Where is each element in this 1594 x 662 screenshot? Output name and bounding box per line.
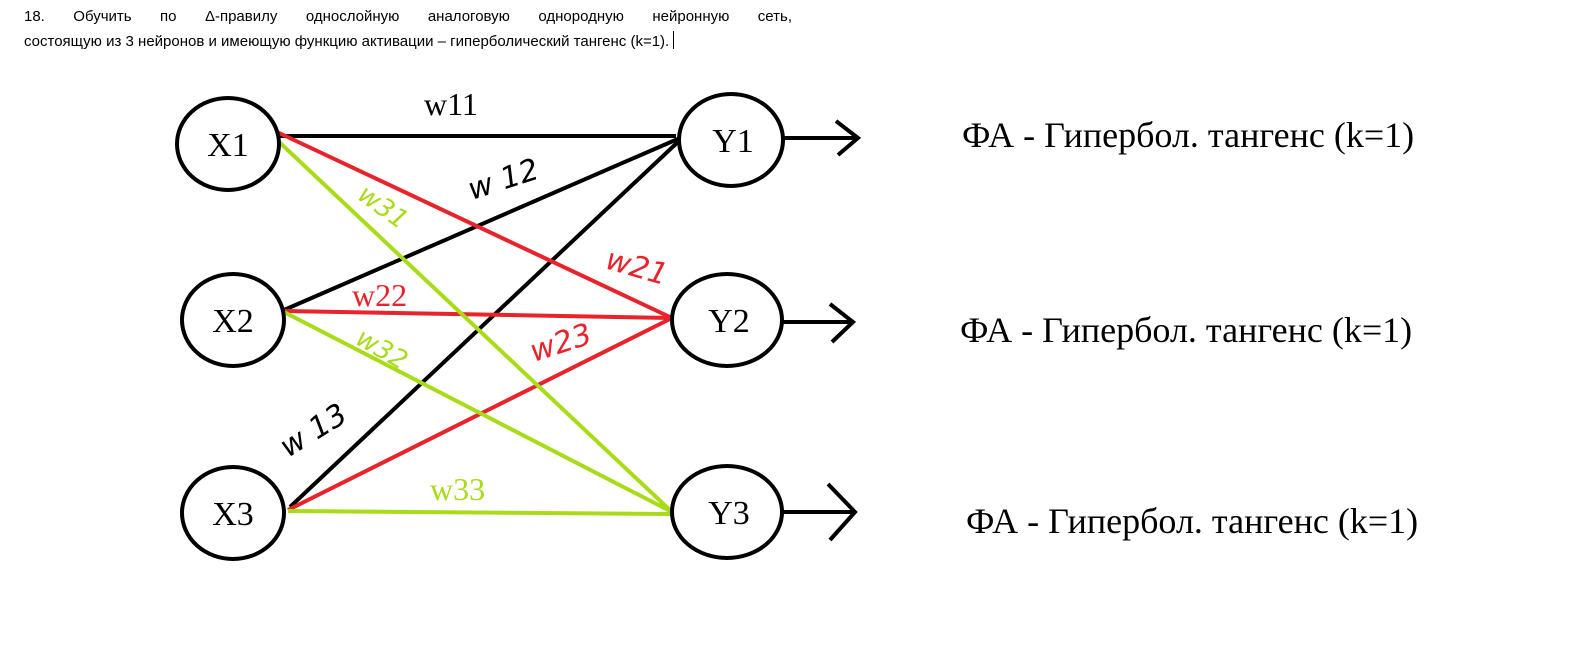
edge-w12	[283, 136, 681, 312]
input-node-x2-label: X2	[212, 303, 254, 340]
activation-label-y2: ФА - Гипербол. тангенс (k=1)	[960, 310, 1412, 350]
edge-w32	[281, 309, 673, 514]
input-node-x3-label: X3	[212, 496, 254, 533]
output-arrow-y1	[784, 119, 862, 157]
edge-w33	[287, 509, 673, 516]
task-line-1: 18. Обучить по Δ-правилу однослойную ана…	[24, 8, 792, 25]
input-node-x1-label: X1	[207, 127, 249, 164]
weight-label-w32: w32	[351, 323, 413, 376]
text-cursor	[673, 31, 675, 49]
output-node-y2-label: Y2	[708, 303, 750, 340]
input-node-x1: X1	[175, 96, 281, 192]
output-node-y3: Y3	[670, 464, 784, 560]
output-node-y1: Y1	[677, 92, 785, 188]
task-text: 18. Обучить по Δ-правилу однослойную ана…	[24, 4, 792, 54]
output-node-y3-label: Y3	[708, 495, 750, 532]
edge-w31	[275, 138, 674, 514]
weight-label-w22: w22	[352, 277, 407, 313]
weight-label-w11: w11	[424, 86, 478, 122]
output-arrow-y3	[782, 482, 858, 542]
weight-label-w21: w21	[602, 242, 672, 293]
weight-label-w31: w31	[352, 179, 414, 235]
activation-label-y1: ФА - Гипербол. тангенс (k=1)	[962, 115, 1414, 155]
task-line-2: состоящую из 3 нейронов и имеющую функци…	[24, 33, 670, 50]
activation-label-y3: ФА - Гипербол. тангенс (k=1)	[966, 501, 1418, 541]
output-arrow-y2	[782, 302, 857, 344]
edge-w13	[288, 138, 682, 509]
input-node-x3: X3	[180, 465, 286, 561]
weight-label-w33: w33	[430, 471, 485, 507]
output-node-y1-label: Y1	[712, 123, 754, 160]
edge-w21	[276, 130, 673, 320]
edge-w22	[283, 309, 673, 320]
weight-label-w12: w 12	[464, 152, 544, 208]
output-node-y2: Y2	[670, 272, 784, 368]
weight-label-w13: w 13	[274, 397, 354, 465]
input-node-x2: X2	[180, 272, 286, 368]
